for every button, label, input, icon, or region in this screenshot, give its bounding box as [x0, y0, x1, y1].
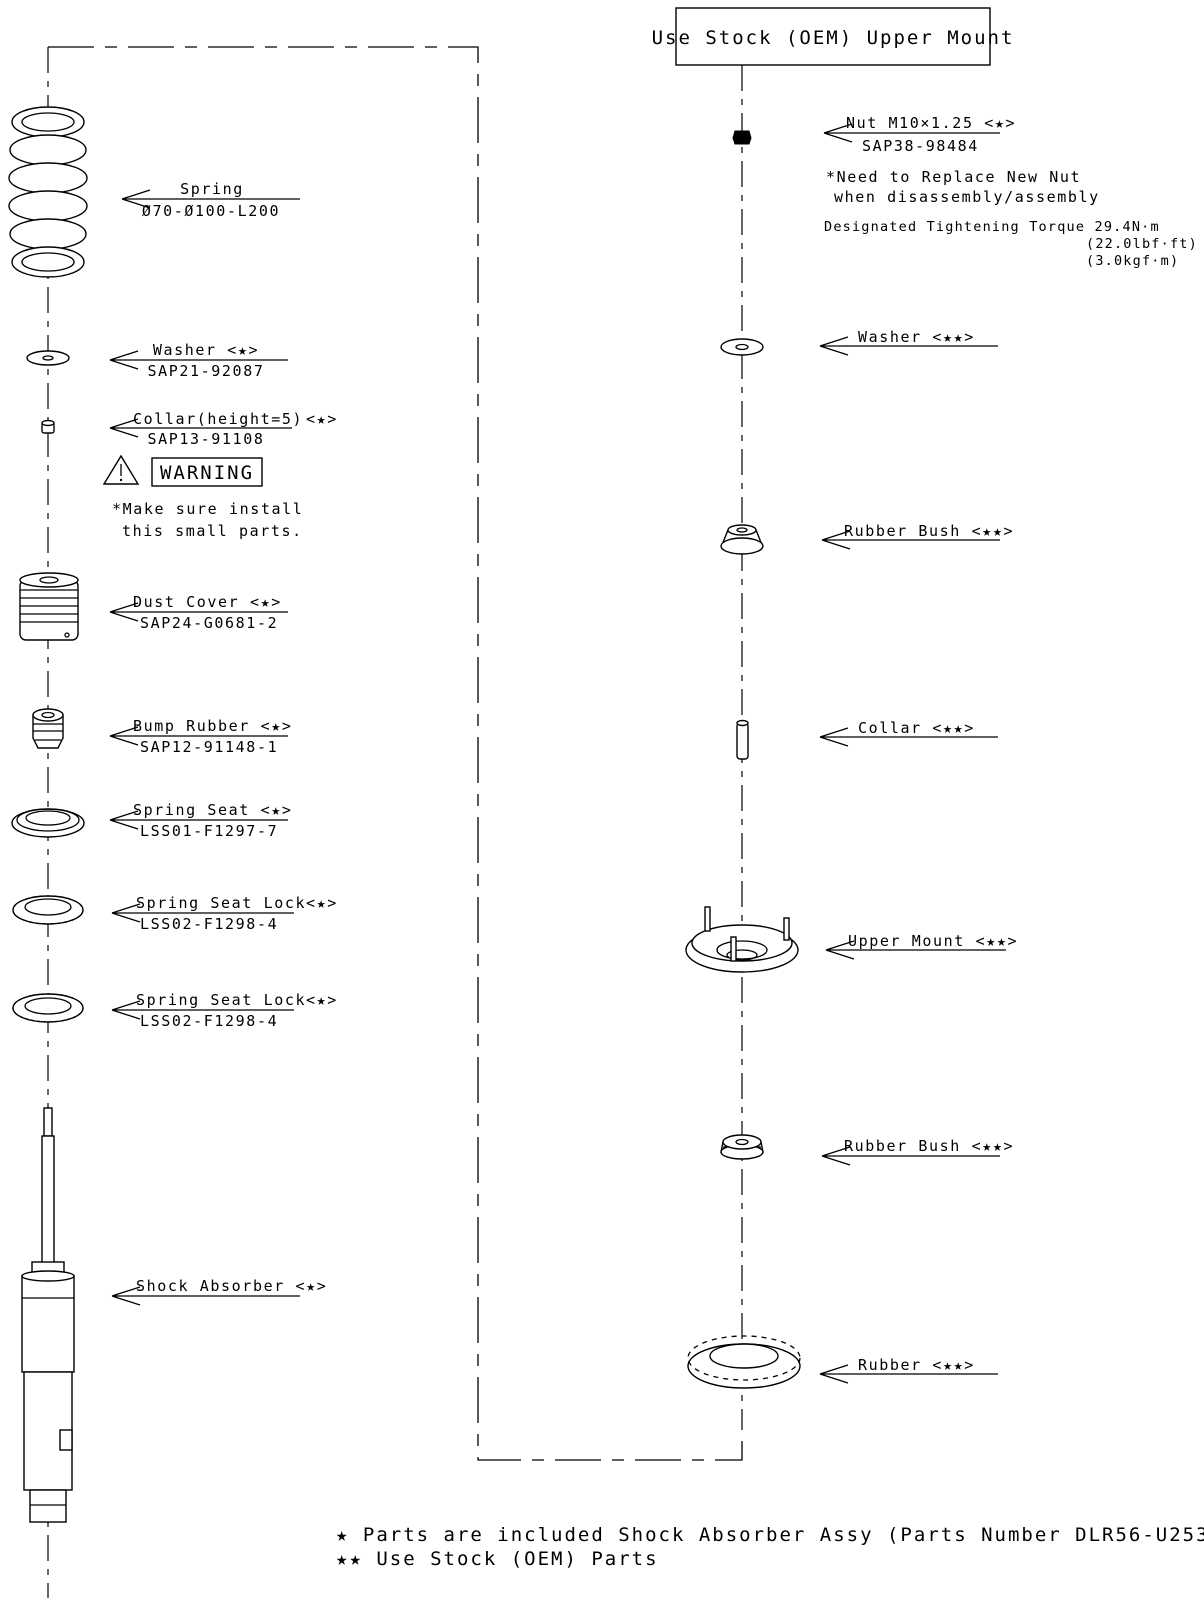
rubber-bush-2-label: Rubber Bush <★★>: [821, 1137, 1014, 1166]
svg-text:SAP13-91108: SAP13-91108: [148, 430, 265, 448]
collar-drawing: [41, 419, 55, 434]
svg-text:Upper Mount <★★>: Upper Mount <★★>: [848, 932, 1018, 950]
svg-text:Washer <★>: Washer <★>: [153, 341, 259, 359]
svg-text:(22.0lbf·ft): (22.0lbf·ft): [1086, 236, 1198, 252]
svg-text:SAP24-G0681-2: SAP24-G0681-2: [140, 614, 278, 632]
svg-text:<★>: <★>: [306, 991, 338, 1009]
svg-text:WARNING: WARNING: [160, 462, 254, 484]
svg-text:Washer <★★>: Washer <★★>: [858, 328, 975, 346]
svg-text:Collar(height=5): Collar(height=5): [133, 410, 303, 428]
spring-seat-lock-1-drawing: [12, 895, 84, 925]
collar-oem-label: Collar <★★>: [819, 719, 998, 747]
spring-seat-label: Spring Seat <★> LSS01-F1297-7: [109, 801, 292, 840]
spring-seat-drawing: [11, 808, 85, 838]
spring-seat-lock-1-label: Spring Seat Lock <★> LSS02-F1298-4: [111, 894, 338, 933]
bump-rubber-drawing: [32, 708, 64, 749]
svg-text:Shock Absorber <★>: Shock Absorber <★>: [136, 1277, 327, 1295]
spring-drawing: [8, 106, 88, 278]
svg-text:Rubber <★★>: Rubber <★★>: [858, 1356, 975, 1374]
svg-text:SAP21-92087: SAP21-92087: [148, 362, 265, 380]
svg-text:<★>: <★>: [306, 410, 338, 428]
washer-label: Washer <★> SAP21-92087: [109, 341, 288, 380]
rubber-drawing: [687, 1335, 801, 1389]
nut-drawing: [732, 130, 752, 145]
legend-single-star: ★ Parts are included Shock Absorber Assy…: [336, 1524, 1204, 1546]
svg-text:Rubber Bush <★★>: Rubber Bush <★★>: [844, 522, 1014, 540]
spring-seat-lock-2-drawing: [12, 993, 84, 1023]
dust-cover-label: Dust Cover <★> SAP24-G0681-2: [109, 593, 288, 632]
svg-text:<★>: <★>: [306, 894, 338, 912]
svg-text:Ø70-Ø100-L200: Ø70-Ø100-L200: [142, 202, 280, 220]
washer-drawing: [26, 350, 70, 366]
spring-label: Spring Ø70-Ø100-L200: [121, 180, 300, 220]
svg-text:Rubber Bush <★★>: Rubber Bush <★★>: [844, 1137, 1014, 1155]
svg-text:Spring Seat Lock: Spring Seat Lock: [136, 991, 306, 1009]
nut-note: *Need to Replace New Nut when disassembl…: [824, 168, 1198, 269]
warning-block: WARNING *Make sure install this small pa…: [102, 454, 303, 540]
svg-text:LSS02-F1298-4: LSS02-F1298-4: [140, 915, 278, 933]
upper-mount-label: Upper Mount <★★>: [825, 932, 1018, 960]
dust-cover-drawing: [19, 572, 79, 641]
upper-mount-drawing: [685, 906, 799, 973]
oem-boundary: [48, 46, 743, 1461]
svg-text:when disassembly/assembly: when disassembly/assembly: [834, 188, 1100, 206]
svg-text:Spring: Spring: [180, 180, 244, 198]
svg-text:Nut M10×1.25 <★>: Nut M10×1.25 <★>: [846, 114, 1016, 132]
rubber-bush-1-label: Rubber Bush <★★>: [821, 522, 1014, 550]
svg-text:SAP38-98484: SAP38-98484: [862, 137, 979, 155]
washer-oem-label: Washer <★★>: [819, 328, 998, 356]
collar-label: Collar(height=5) <★> SAP13-91108: [109, 410, 338, 448]
svg-text:Dust Cover <★>: Dust Cover <★>: [133, 593, 282, 611]
oem-upper-mount-box: Use Stock (OEM) Upper Mount: [652, 7, 1015, 66]
svg-text:this small parts.: this small parts.: [122, 522, 303, 540]
rubber-label: Rubber <★★>: [819, 1356, 998, 1384]
svg-text:Spring Seat Lock: Spring Seat Lock: [136, 894, 306, 912]
svg-text:*Need to Replace New Nut: *Need to Replace New Nut: [826, 168, 1081, 186]
collar-oem-drawing: [736, 719, 749, 760]
oem-upper-mount-label: Use Stock (OEM) Upper Mount: [652, 27, 1015, 49]
svg-text:Collar <★★>: Collar <★★>: [858, 719, 975, 737]
legend-double-star: ★★ Use Stock (OEM) Parts: [336, 1548, 659, 1570]
rubber-bush-2-drawing: [720, 1134, 764, 1160]
shock-absorber-drawing: [21, 1107, 75, 1523]
svg-text:LSS01-F1297-7: LSS01-F1297-7: [140, 822, 278, 840]
svg-text:Spring Seat <★>: Spring Seat <★>: [133, 801, 292, 819]
washer-oem-drawing: [720, 338, 764, 356]
svg-text:Bump Rubber <★>: Bump Rubber <★>: [133, 717, 292, 735]
spring-seat-lock-2-label: Spring Seat Lock <★> LSS02-F1298-4: [111, 991, 338, 1030]
bump-rubber-label: Bump Rubber <★> SAP12-91148-1: [109, 717, 292, 756]
svg-text:SAP12-91148-1: SAP12-91148-1: [140, 738, 278, 756]
nut-label: Nut M10×1.25 <★> SAP38-98484: [823, 114, 1016, 155]
svg-text:(3.0kgf·m): (3.0kgf·m): [1086, 253, 1179, 269]
legend: ★ Parts are included Shock Absorber Assy…: [336, 1524, 1204, 1570]
svg-text:Designated Tightening Torque 2: Designated Tightening Torque 29.4N·m: [824, 219, 1160, 235]
shock-absorber-label: Shock Absorber <★>: [111, 1277, 327, 1306]
rubber-bush-1-drawing: [720, 524, 764, 555]
svg-text:LSS02-F1298-4: LSS02-F1298-4: [140, 1012, 278, 1030]
svg-text:*Make sure install: *Make sure install: [112, 500, 303, 518]
